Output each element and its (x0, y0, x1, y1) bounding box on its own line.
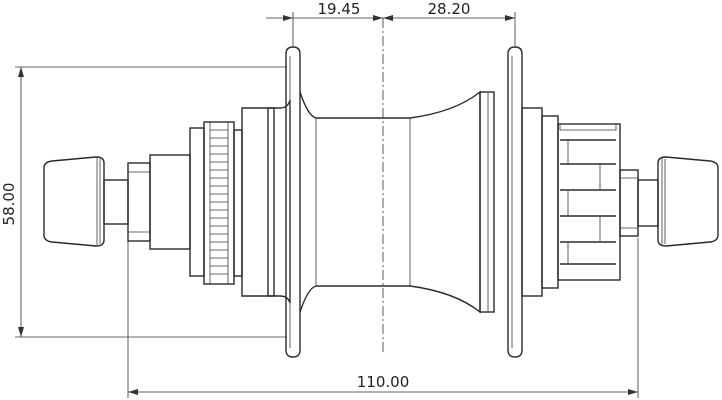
hub-shell (241, 46, 543, 358)
dimension-bottom (127, 226, 639, 398)
dimension-flange-right-label: 28.20 (428, 0, 471, 18)
left-disc-mount (189, 121, 243, 285)
left-axle-stub (103, 154, 191, 250)
left-end-cap (43, 156, 105, 247)
dimension-overall-width-label: 110.00 (357, 373, 410, 391)
dimension-flange-diameter-label: 58.00 (0, 183, 18, 226)
dimension-top (266, 12, 516, 46)
dimension-left (15, 66, 287, 338)
right-end-cap (657, 156, 719, 247)
freehub-body (541, 115, 659, 289)
dimension-flange-left-label: 19.45 (318, 0, 361, 18)
